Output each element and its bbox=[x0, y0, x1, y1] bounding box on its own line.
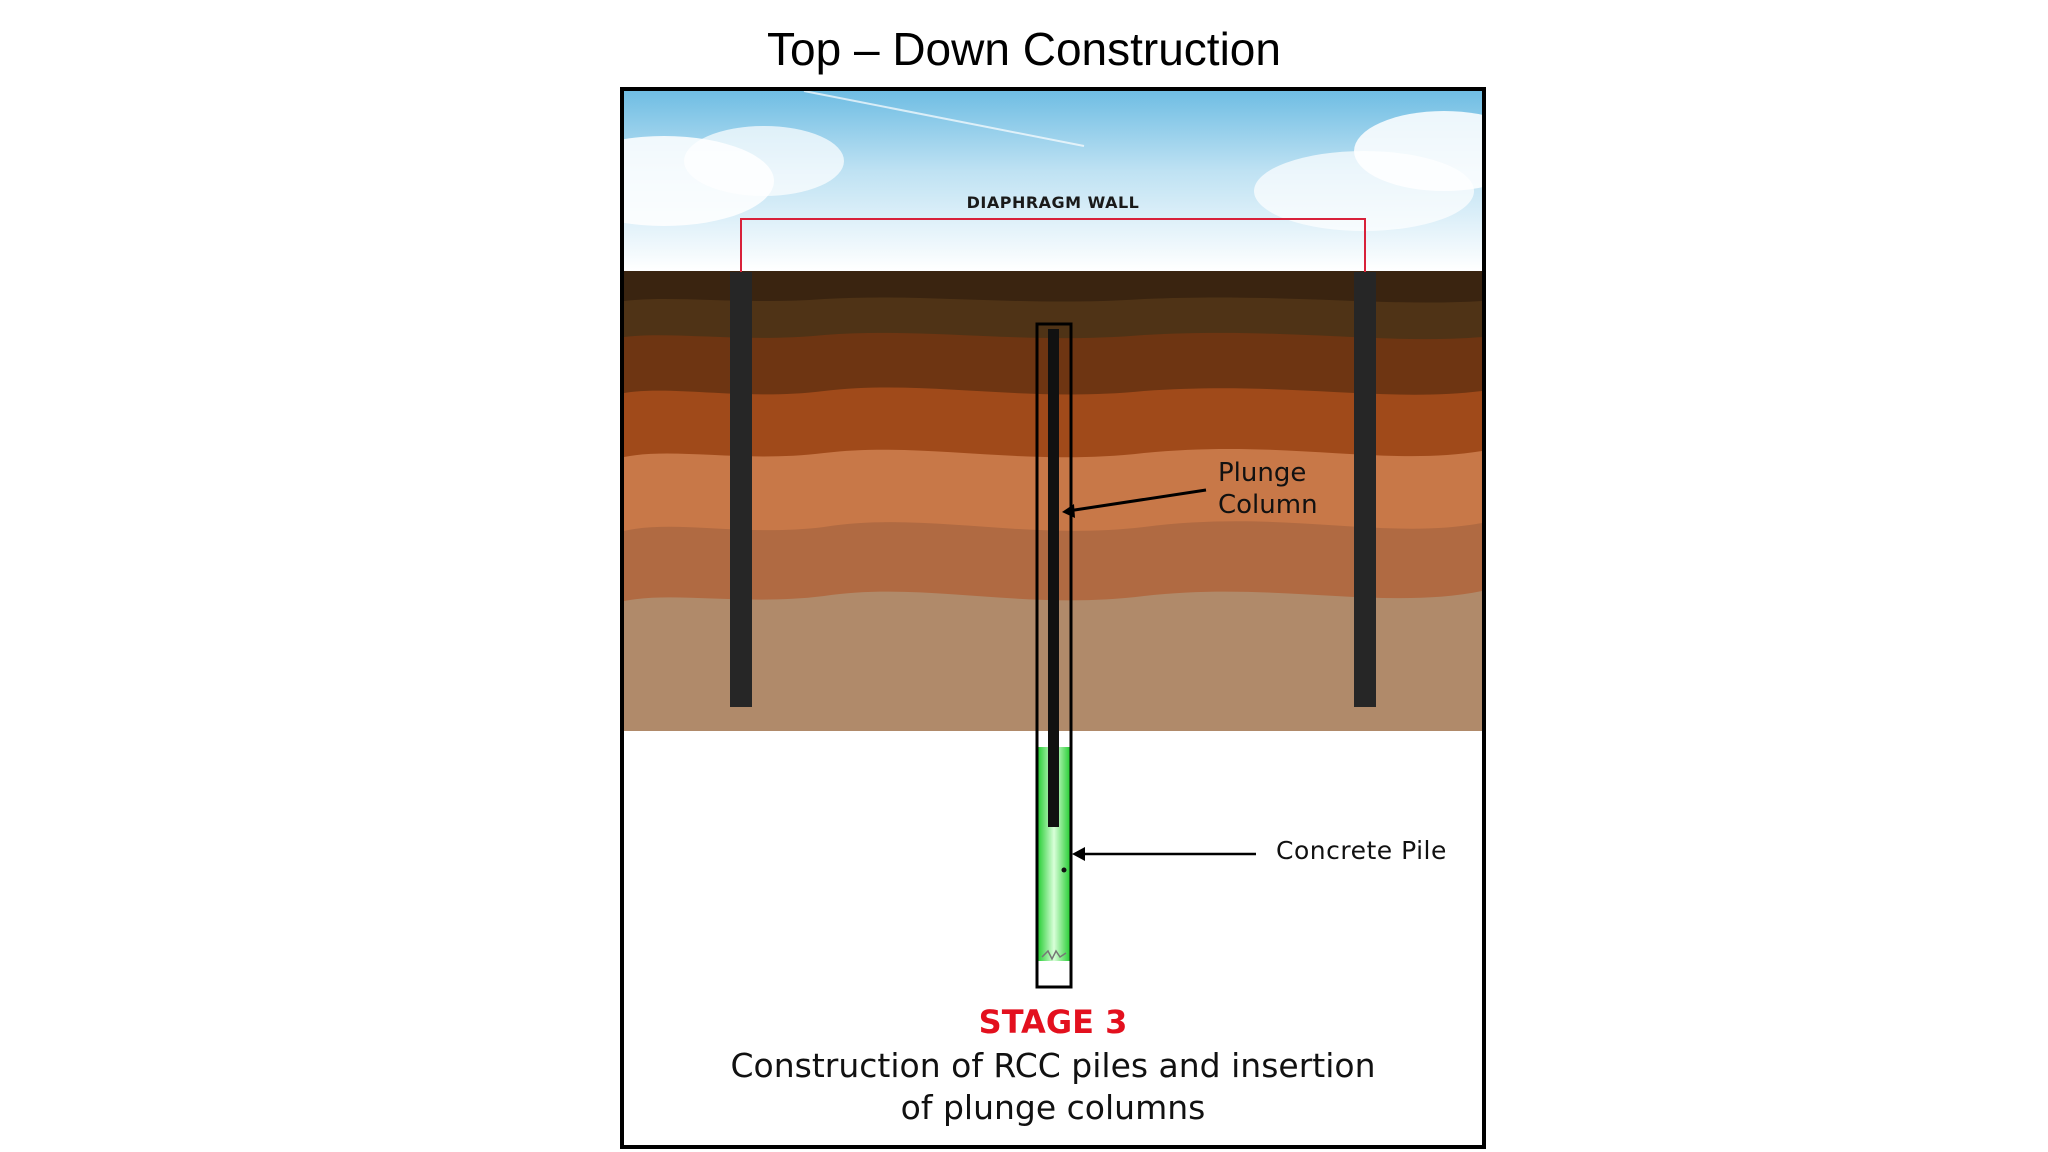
cloud-left-2 bbox=[684, 126, 844, 196]
plunge-column-label: Plunge Column bbox=[1218, 457, 1318, 521]
cloud-right-2 bbox=[1254, 151, 1474, 231]
plunge-column-label-line2: Column bbox=[1218, 490, 1318, 520]
diaphragm-wall-right bbox=[1354, 272, 1376, 707]
stage-description: Construction of RCC piles and insertion … bbox=[624, 1045, 1482, 1129]
stage-description-line1: Construction of RCC piles and insertion bbox=[730, 1046, 1376, 1085]
concrete-pile-label: Concrete Pile bbox=[1276, 836, 1447, 865]
diaphragm-wall-left bbox=[730, 272, 752, 707]
concrete-pile-arrowhead bbox=[1072, 847, 1085, 861]
slide-title: Top – Down Construction bbox=[767, 23, 1281, 75]
plunge-column bbox=[1048, 329, 1059, 827]
pile-borehole bbox=[1035, 322, 1073, 989]
diaphragm-wall-bracket bbox=[740, 218, 1366, 273]
sky bbox=[624, 91, 1482, 271]
diagram-illustration bbox=[624, 91, 1482, 989]
pile-marker bbox=[1061, 867, 1067, 873]
plunge-column-arrow bbox=[1067, 488, 1207, 513]
diagram-frame: DIAPHRAGM WALL Plunge Column Concrete Pi… bbox=[620, 87, 1486, 1149]
stage-description-line2: of plunge columns bbox=[900, 1088, 1206, 1127]
stage-title: STAGE 3 bbox=[978, 1003, 1128, 1041]
diaphragm-wall-label: DIAPHRAGM WALL bbox=[966, 193, 1140, 212]
ground-surface bbox=[624, 271, 1482, 303]
pile-base bbox=[1041, 949, 1067, 961]
plunge-column-label-line1: Plunge bbox=[1218, 458, 1307, 488]
plunge-column-arrowhead bbox=[1062, 504, 1075, 518]
